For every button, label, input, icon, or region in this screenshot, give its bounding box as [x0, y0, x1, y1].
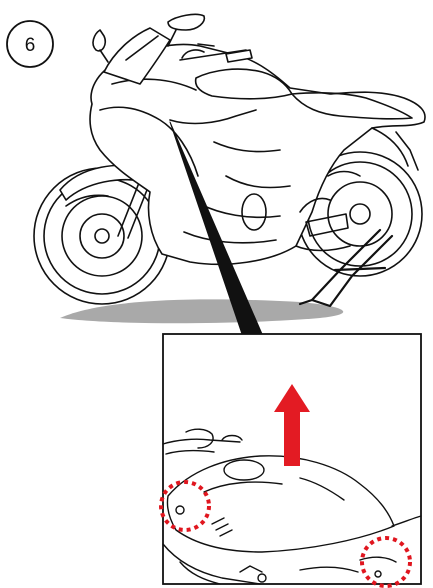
detail-inset	[161, 334, 421, 586]
motorcycle-illustration	[34, 14, 425, 334]
step-number: 6	[25, 35, 36, 56]
step-badge: 6	[7, 21, 53, 67]
